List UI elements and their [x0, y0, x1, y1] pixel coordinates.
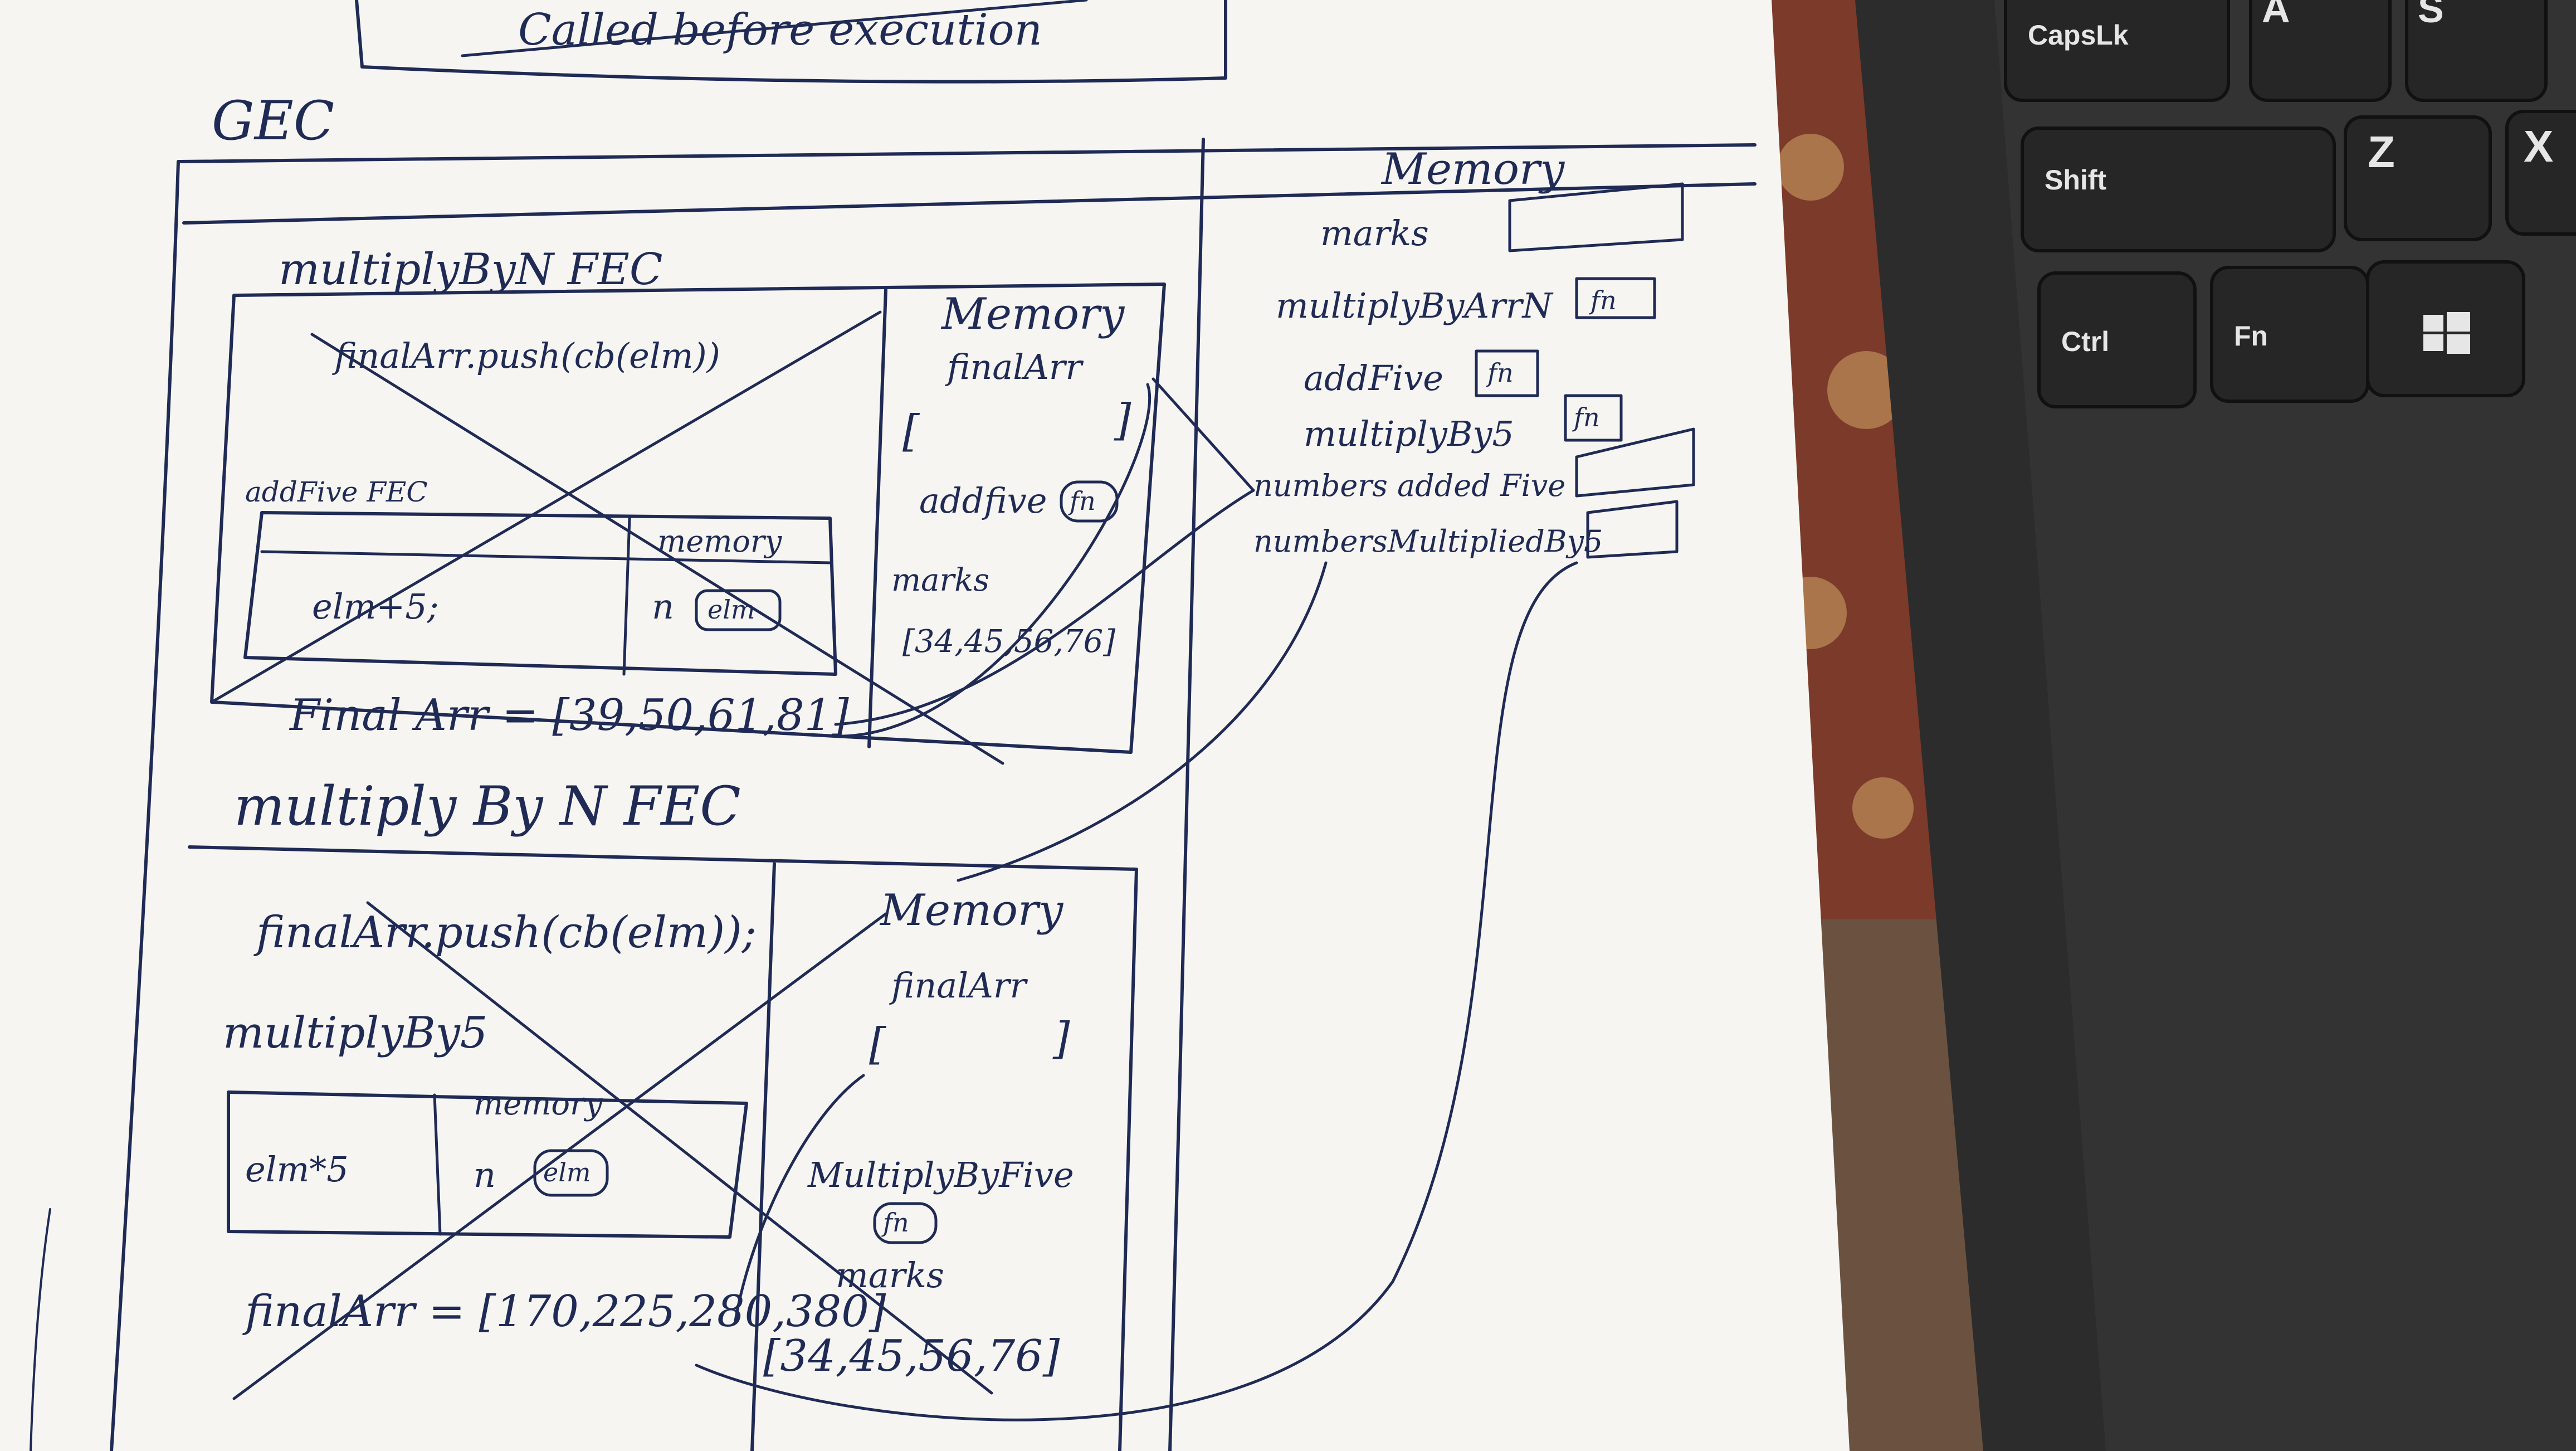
global-memory-item-multiplybyarrn: multiplyByArrN	[1276, 285, 1554, 326]
windows-logo-icon	[2423, 312, 2470, 354]
key-label: Z	[2368, 127, 2395, 177]
fec2-inner-memory-title: memory	[474, 1086, 603, 1122]
fn-tag: fn	[1486, 358, 1514, 388]
global-memory-item-numbers-multiplied-by5: numbersMultipliedBy5	[1253, 524, 1603, 559]
key-x	[2505, 110, 2576, 236]
fec1-memory-marks: marks	[891, 562, 989, 598]
key-label: CapsLk	[2028, 20, 2129, 51]
fec1-memory-finalarr: finalArr	[945, 347, 1084, 387]
key-ctrl	[2037, 271, 2197, 408]
global-memory-item-numbers-added-five: numbers added Five	[1253, 468, 1565, 503]
laptop-keyboard: CapsLk A S Shift Z X Ctrl Fn	[1855, 0, 2576, 1451]
fec2-memory-fn-name: MultiplyByFive	[807, 1155, 1074, 1195]
key-capslock	[2004, 0, 2230, 102]
key-z	[2344, 115, 2492, 241]
fec2-memory-marks-value: [34,45,56,76]	[763, 1331, 1060, 1381]
key-windows	[2366, 260, 2525, 397]
fec2-result: finalArr = [170,225,280,380]	[242, 1287, 886, 1337]
top-caption: Called before execution	[518, 5, 1042, 55]
fec1-inner-memory-title: memory	[657, 524, 783, 559]
fec1-inner-title: addFive FEC	[245, 476, 428, 508]
fec1-title: multiplyByN FEC	[279, 245, 663, 295]
key-label: S	[2418, 0, 2444, 31]
global-memory-item-marks: marks	[1320, 213, 1429, 254]
paper-sheet	[0, 0, 1850, 1451]
fec2-memory-marks: marks	[836, 1255, 944, 1296]
fec2-code: finalArr.push(cb(elm));	[253, 908, 757, 958]
fec1-code: finalArr.push(cb(elm))	[332, 335, 720, 376]
global-memory-item-multiplyby5: multiplyBy5	[1304, 413, 1514, 454]
key-label: Ctrl	[2061, 326, 2109, 357]
fn-tag: fn	[1589, 285, 1617, 315]
global-memory-title: Memory	[1380, 144, 1565, 194]
key-label: X	[2524, 121, 2553, 171]
fec1-result: Final Arr = [39,50,61,81]	[289, 690, 849, 741]
fec2-title: multiply By N FEC	[234, 775, 741, 838]
fec2-inner-memory-item: n	[474, 1155, 496, 1195]
gec-label: GEC	[212, 90, 334, 152]
fec1-memory-finalarr-open-bracket: [	[902, 406, 920, 456]
fec2-memory-title: Memory	[879, 885, 1063, 936]
fec2-inner-title: multiplyBy5	[223, 1008, 487, 1058]
key-a	[2249, 0, 2392, 102]
key-shift	[2021, 126, 2336, 252]
fec1-inner-memory-value: elm	[708, 595, 755, 625]
key-s	[2405, 0, 2548, 102]
fn-tag: fn	[1068, 486, 1096, 516]
fec1-inner-memory-item: n	[652, 586, 674, 627]
fn-tag: fn	[1572, 402, 1600, 432]
key-label: Fn	[2234, 320, 2268, 352]
fec1-memory-finalarr-close-bracket: ]	[1114, 395, 1131, 445]
fec2-memory-finalarr-open-bracket: [	[869, 1019, 887, 1069]
fec2-memory-finalarr-close-bracket: ]	[1052, 1014, 1070, 1064]
fec2-inner-code: elm*5	[245, 1149, 349, 1190]
fec1-memory-addfive: addfive	[919, 480, 1047, 521]
key-label: A	[2262, 0, 2290, 31]
fn-tag: fn	[881, 1207, 909, 1238]
global-memory-item-addfive: addFive	[1304, 358, 1443, 398]
key-label: Shift	[2045, 164, 2106, 196]
fec2-memory-finalarr: finalArr	[889, 965, 1028, 1006]
fec1-memory-marks-value: [34,45,56,76]	[902, 624, 1115, 660]
fec1-memory-title: Memory	[940, 289, 1125, 339]
